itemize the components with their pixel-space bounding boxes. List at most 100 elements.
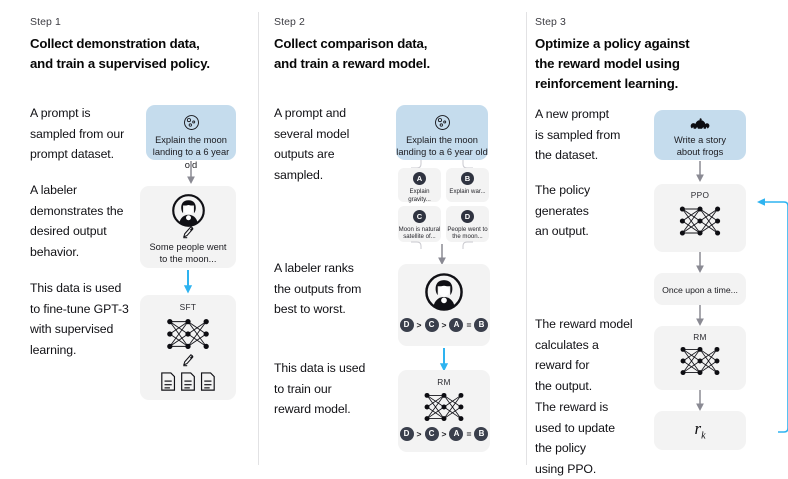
step-1-column: Step 1 Collect demonstration data, and t… <box>0 0 258 479</box>
step-3-title-line-1: Optimize a policy against <box>535 36 690 51</box>
step-1-sft-tag: SFT <box>179 302 197 312</box>
candidate-text-a: Explain gravity... <box>408 188 431 203</box>
step-1-prompt-caption-line-1: Explain the moon <box>155 135 227 145</box>
step-2-candidate-card-c[interactable]: C Moon is natural satellite of... <box>398 206 441 242</box>
candidate-text-d-line-1: People went to <box>447 226 488 233</box>
rank-chip-3: A <box>449 318 464 332</box>
step-3-arrow-1 <box>694 161 706 183</box>
rank-op-3: = <box>466 320 472 330</box>
reward-symbol-letter: r <box>694 419 702 438</box>
column-divider-1 <box>258 12 259 465</box>
frog-icon <box>654 117 746 136</box>
step-3-ppo-box: PPO <box>654 184 746 252</box>
step-1-title-line-1: Collect demonstration data, <box>30 36 200 51</box>
reward-symbol-subscript: k <box>701 430 706 442</box>
step-3-rm-box: RM <box>654 326 746 390</box>
step-2-title-line-2: and train a reward model. <box>274 56 431 71</box>
candidate-pill-b: B <box>461 172 474 185</box>
step-3-output-text: Once upon a time... <box>662 285 738 295</box>
step-1-arrow-2-blue <box>182 270 194 294</box>
rm-rank-chip-1: D <box>399 427 414 441</box>
candidate-text-c-line-2: satellite of... <box>403 233 436 240</box>
rm-rank-chip-4: B <box>474 427 489 441</box>
rm-rank-chip-2: C <box>424 427 439 441</box>
step-3-arrow-4 <box>694 390 706 412</box>
rank-chip-1: D <box>399 318 414 332</box>
step-3-label: Step 3 <box>535 16 566 28</box>
moon-icon <box>396 114 488 136</box>
pencil-icon <box>140 226 236 244</box>
column-divider-2 <box>526 12 527 465</box>
rm-rank-op-3: = <box>466 429 472 439</box>
labeler-avatar-icon <box>140 194 236 232</box>
step-2-column: Step 2 Collect comparison data, and trai… <box>258 0 526 479</box>
neural-network-icon <box>140 315 236 358</box>
step-3-column: Step 3 Optimize a policy against the rew… <box>526 0 788 479</box>
candidate-pill-c: C <box>413 210 426 223</box>
step-2-labeler-rank-box: D > C > A = B <box>398 264 490 346</box>
step-1-prompt-box: Explain the moon landing to a 6 year old <box>146 105 236 170</box>
candidate-text-c-line-1: Moon is natural <box>398 226 441 233</box>
neural-network-icon <box>654 343 746 384</box>
step-1-labeler-caption-line-2: to the moon... <box>159 254 217 264</box>
step-3-output-box: Once upon a time... <box>654 273 746 305</box>
step-3-title-line-3: reinforcement learning. <box>535 76 679 91</box>
labeler-avatar-icon <box>398 273 490 316</box>
step-3-prompt-caption-line-1: Write a story <box>673 135 726 145</box>
reward-symbol: rk <box>654 419 746 441</box>
step-1-labeler-box: Some people went to the moon... <box>140 186 236 268</box>
step-3-title-line-2: the reward model using <box>535 56 680 71</box>
step-2-title-line-1: Collect comparison data, <box>274 36 428 51</box>
step-2-prompt-caption-line-2: landing to a 6 year old <box>396 147 488 157</box>
step-1-title-line-2: and train a supervised policy. <box>30 56 210 71</box>
step-1-labeler-caption-line-1: Some people went <box>149 242 227 252</box>
step-2-rm-tag: RM <box>437 377 451 387</box>
step-2-candidate-card-a[interactable]: A Explain gravity... <box>398 168 441 203</box>
step-1-label: Step 1 <box>30 16 61 28</box>
step-2-labeler-ranking: D > C > A = B <box>398 318 490 332</box>
step-2-prompt-box: Explain the moon landing to a 6 year old <box>396 105 488 160</box>
step-2-arrow-blue <box>438 348 450 372</box>
step-3-rm-tag: RM <box>693 332 707 342</box>
candidate-pill-d: D <box>461 210 474 223</box>
neural-network-icon <box>654 202 746 245</box>
step-2-fanout-connector <box>396 160 488 172</box>
step-1-arrow-1 <box>185 161 197 185</box>
step-2-rm-box: RM D > <box>398 370 490 452</box>
neural-network-icon <box>398 389 490 430</box>
candidate-pill-a: A <box>413 172 426 185</box>
pencil-icon <box>140 354 236 372</box>
step-3-feedback-loop-arrow <box>744 196 788 436</box>
rank-op-1: > <box>416 320 422 330</box>
rank-op-2: > <box>441 320 447 330</box>
step-2-prompt-caption-line-1: Explain the moon <box>406 135 478 145</box>
step-3-arrow-2 <box>694 252 706 274</box>
rank-chip-4: B <box>474 318 489 332</box>
step-3-reward-box: rk <box>654 411 746 450</box>
step-2-candidate-card-b[interactable]: B Explain war... <box>446 168 489 202</box>
step-1-sft-box: SFT <box>140 295 236 400</box>
step-2-title: Collect comparison data, and train a rew… <box>274 34 430 74</box>
rm-rank-op-2: > <box>441 429 447 439</box>
step-3-arrow-3 <box>694 305 706 327</box>
step-3-prompt-box: Write a story about frogs <box>654 110 746 160</box>
step-2-fanin-arrow <box>396 241 488 266</box>
documents-icon <box>140 371 236 398</box>
rank-chip-2: C <box>424 318 439 332</box>
step-2-rm-ranking: D > C > A = B <box>398 427 490 441</box>
candidate-text-b: Explain war... <box>449 188 486 195</box>
step-3-ppo-tag: PPO <box>690 190 710 200</box>
candidate-text-d-line-2: the moon... <box>452 233 483 240</box>
step-2-candidate-card-d[interactable]: D People went to the moon... <box>446 206 489 242</box>
step-3-title: Optimize a policy against the reward mod… <box>535 34 690 94</box>
